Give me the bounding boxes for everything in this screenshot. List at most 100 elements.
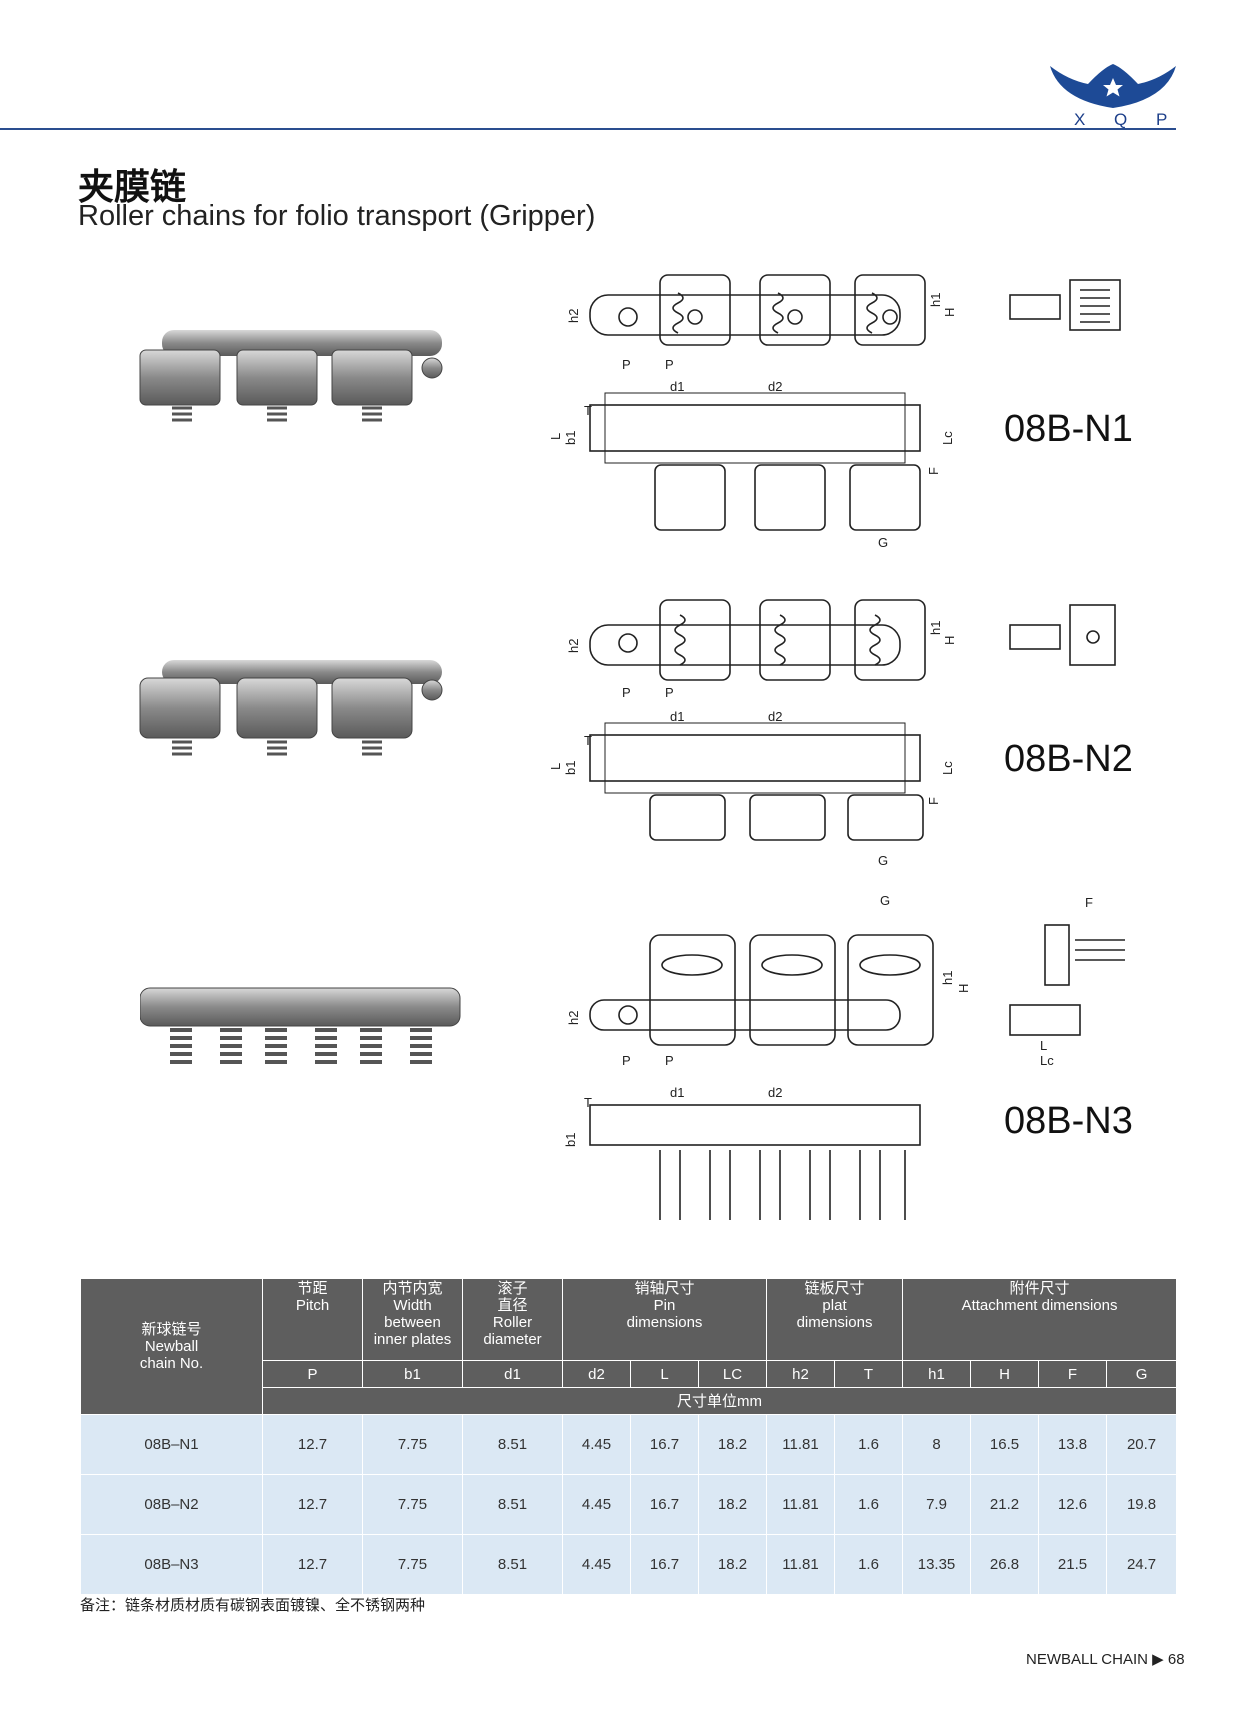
- cell: 7.75: [362, 1534, 463, 1595]
- model-label-n3: 08B-N3: [1004, 1100, 1133, 1142]
- svg-text:G: G: [878, 535, 888, 550]
- cell: 1.6: [834, 1474, 904, 1535]
- cell: 12.7: [262, 1414, 363, 1475]
- cell: 8.51: [462, 1414, 563, 1475]
- cell: 16.5: [970, 1414, 1040, 1475]
- subheader-cell: P: [262, 1360, 363, 1388]
- header-pin-en2: dimensions: [626, 1314, 703, 1331]
- svg-text:P: P: [665, 1053, 674, 1068]
- header-chain-en2: chain No.: [139, 1355, 204, 1372]
- page-number: 68: [1167, 1651, 1185, 1668]
- header-roller-en2: diameter: [483, 1331, 542, 1348]
- side-view-n1: [1009, 279, 1121, 331]
- header-plate-en1: plat: [822, 1297, 847, 1314]
- svg-text:b1: b1: [563, 431, 578, 445]
- cell: 12.6: [1038, 1474, 1108, 1535]
- svg-text:h2: h2: [566, 1011, 581, 1025]
- subheader-cell: F: [1038, 1360, 1108, 1388]
- svg-text:P: P: [622, 1053, 631, 1068]
- cell: 18.2: [697, 1534, 768, 1595]
- cell: 16.7: [630, 1474, 699, 1535]
- header-roller-cn2: 直径: [497, 1297, 528, 1314]
- cell: 1.6: [834, 1534, 904, 1595]
- side-view-n2: [1009, 604, 1116, 666]
- cell: 7.9: [902, 1474, 972, 1535]
- cell: 21.2: [970, 1474, 1040, 1535]
- unit-row: 尺寸单位mm: [261, 1387, 1178, 1415]
- svg-text:L: L: [550, 433, 563, 440]
- svg-text:G: G: [878, 853, 888, 868]
- svg-text:P: P: [665, 357, 674, 372]
- cell: 7.75: [362, 1414, 463, 1475]
- svg-text:F: F: [926, 797, 941, 805]
- subheader-cell: d1: [462, 1360, 563, 1388]
- svg-text:Lc: Lc: [940, 431, 955, 445]
- header-width-cn: 内节内宽: [382, 1280, 443, 1297]
- page-title-en: Roller chains for folio transport (Gripp…: [78, 200, 596, 232]
- model-label-n1: 08B-N1: [1004, 408, 1133, 450]
- svg-text:T: T: [584, 1095, 592, 1110]
- header-roller-en1: Roller: [492, 1314, 533, 1331]
- cell: 18.2: [697, 1414, 768, 1475]
- model-label-n2: 08B-N2: [1004, 738, 1133, 780]
- cell: 26.8: [970, 1534, 1040, 1595]
- svg-text:d1: d1: [670, 379, 684, 394]
- cell-chain: 08B–N2: [80, 1474, 263, 1535]
- svg-text:H: H: [942, 308, 957, 317]
- svg-text:h2: h2: [566, 309, 581, 323]
- cell-chain: 08B–N3: [80, 1534, 263, 1595]
- svg-text:d2: d2: [768, 379, 782, 394]
- subheader-cell: H: [970, 1360, 1040, 1388]
- svg-text:P: P: [622, 357, 631, 372]
- header-pitch-cn: 节距: [297, 1280, 328, 1297]
- subheader-cell: h2: [766, 1360, 836, 1388]
- svg-text:P: P: [665, 685, 674, 700]
- logo-text: X Q P: [1074, 110, 1180, 129]
- cell-chain: 08B–N1: [80, 1414, 263, 1475]
- svg-text:h2: h2: [566, 639, 581, 653]
- header-chain-no: 新球链号 Newball chain No.: [80, 1278, 263, 1415]
- header-rule: [0, 128, 1176, 130]
- svg-text:H: H: [942, 636, 957, 645]
- cell: 20.7: [1106, 1414, 1178, 1475]
- cell: 24.7: [1106, 1534, 1178, 1595]
- page-title-cn: 夹膜链: [78, 167, 187, 208]
- svg-text:b1: b1: [563, 1133, 578, 1147]
- cell: 12.7: [262, 1534, 363, 1595]
- chain-photo-n2: [139, 660, 443, 756]
- svg-text:P: P: [622, 685, 631, 700]
- svg-text:h1: h1: [928, 621, 943, 635]
- header-pitch-en: Pitch: [295, 1297, 330, 1314]
- svg-text:T: T: [584, 733, 592, 748]
- footer-arrow-icon: ▶: [1152, 1651, 1164, 1668]
- svg-text:h1: h1: [940, 971, 955, 985]
- subheader-cell: LC: [697, 1360, 768, 1388]
- header-width-en1: Width: [393, 1297, 432, 1314]
- table-row: 08B–N2 12.7 7.75 8.51 4.45 16.7 18.2 11.…: [80, 1474, 1178, 1535]
- cell: 11.81: [766, 1534, 836, 1595]
- svg-text:Lc: Lc: [940, 761, 955, 775]
- cell: 11.81: [766, 1414, 836, 1475]
- header-pin-cn: 销轴尺寸: [634, 1280, 695, 1297]
- header-plate-cn: 链板尺寸: [804, 1280, 865, 1297]
- cell: 8.51: [462, 1534, 563, 1595]
- svg-text:d2: d2: [768, 709, 782, 724]
- header-att-en: Attachment dimensions: [961, 1297, 1118, 1314]
- xqp-logo: [1050, 64, 1176, 108]
- cell: 21.5: [1038, 1534, 1108, 1595]
- svg-text:b1: b1: [563, 761, 578, 775]
- cell: 4.45: [562, 1534, 631, 1595]
- cell: 13.35: [902, 1534, 972, 1595]
- svg-text:L: L: [550, 763, 563, 770]
- subheader-cell: L: [630, 1360, 699, 1388]
- cell: 13.8: [1038, 1414, 1108, 1475]
- svg-text:H: H: [956, 984, 971, 993]
